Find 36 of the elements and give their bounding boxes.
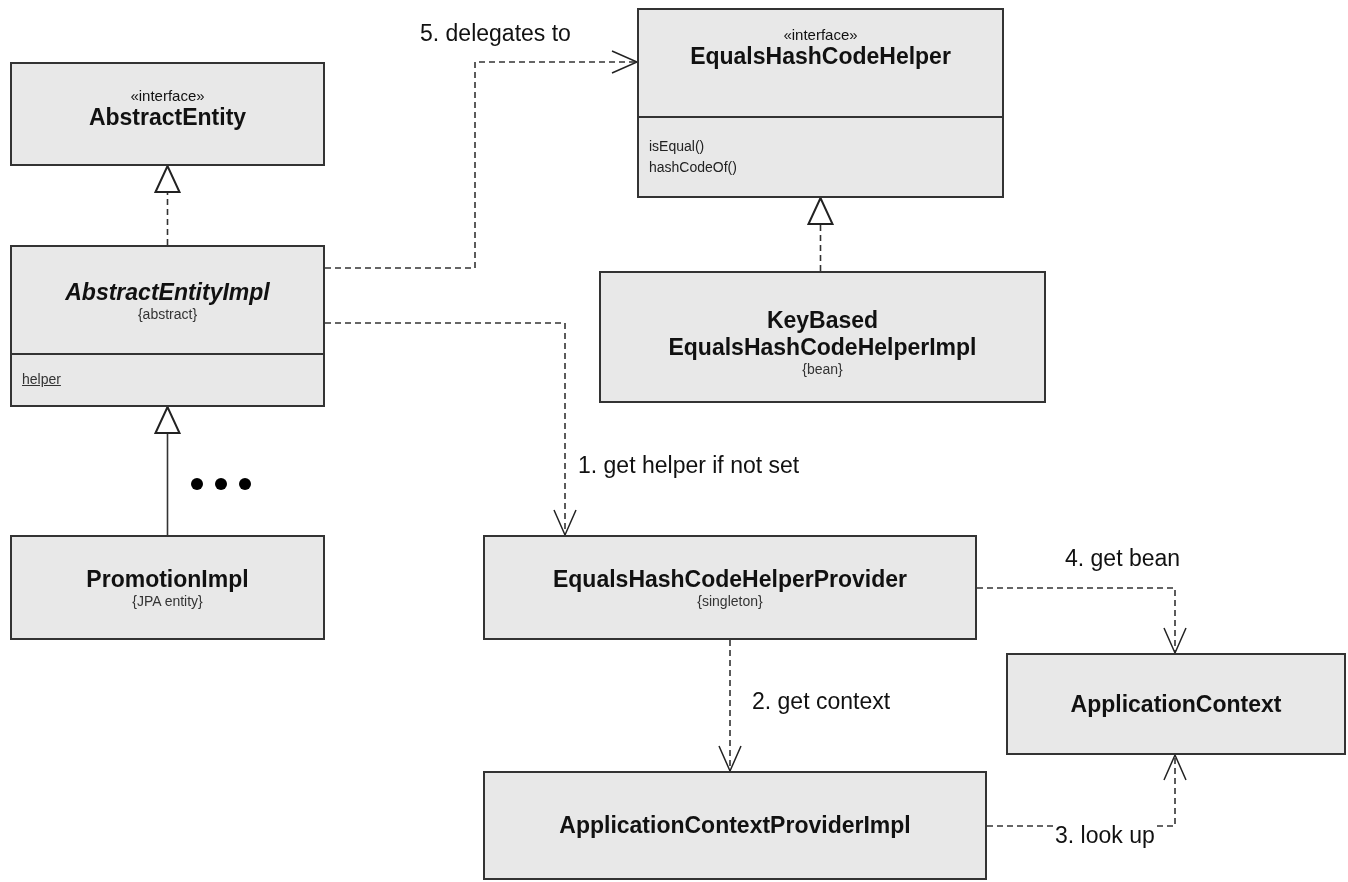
class-box: [10, 245, 325, 407]
class-box: [483, 535, 977, 640]
class-box: [637, 8, 1004, 198]
stereotype-label: «interface»: [783, 26, 858, 43]
class-name: KeyBased EqualsHashCodeHelperImpl: [667, 307, 978, 361]
dependency-arrow: [324, 322, 577, 536]
attribute-name: helper: [22, 371, 61, 387]
dependency-arrow: [324, 50, 638, 269]
class-name: AbstractEntity: [88, 104, 247, 131]
class-box: [599, 271, 1046, 403]
class-name: PromotionImpl: [86, 566, 249, 593]
class-box: [1006, 653, 1346, 755]
stereotype-label: {bean}: [802, 361, 843, 377]
inheritance-arrow: [154, 165, 181, 246]
method-name: hashCodeOf(): [649, 158, 737, 177]
class-name: ApplicationContext: [1070, 690, 1282, 718]
class-box: [483, 771, 987, 880]
stereotype-label: {abstract}: [137, 305, 198, 322]
inheritance-arrow: [154, 406, 181, 536]
method-name: isEqual(): [649, 137, 705, 156]
edge-label: 1. get helper if not set: [578, 452, 800, 479]
class-box: [10, 535, 325, 640]
stereotype-label: «interface»: [130, 87, 205, 104]
edge-label: 4. get bean: [1065, 545, 1181, 572]
stereotype-label: {singleton}: [697, 593, 763, 609]
class-box: [10, 62, 325, 166]
class-name: EqualsHashCodeHelper: [690, 43, 951, 70]
class-name: AbstractEntityImpl: [65, 278, 270, 306]
class-name: ApplicationContextProviderImpl: [559, 812, 911, 839]
edge-label: 3. look up: [1055, 822, 1155, 849]
stereotype-label: {JPA entity}: [132, 593, 203, 609]
edge-label: 5. delegates to: [420, 20, 571, 47]
dependency-arrow: [718, 639, 742, 772]
inheritance-arrow: [807, 197, 834, 272]
dependency-arrow: [976, 587, 1187, 654]
class-name: EqualsHashCodeHelperProvider: [552, 566, 908, 593]
